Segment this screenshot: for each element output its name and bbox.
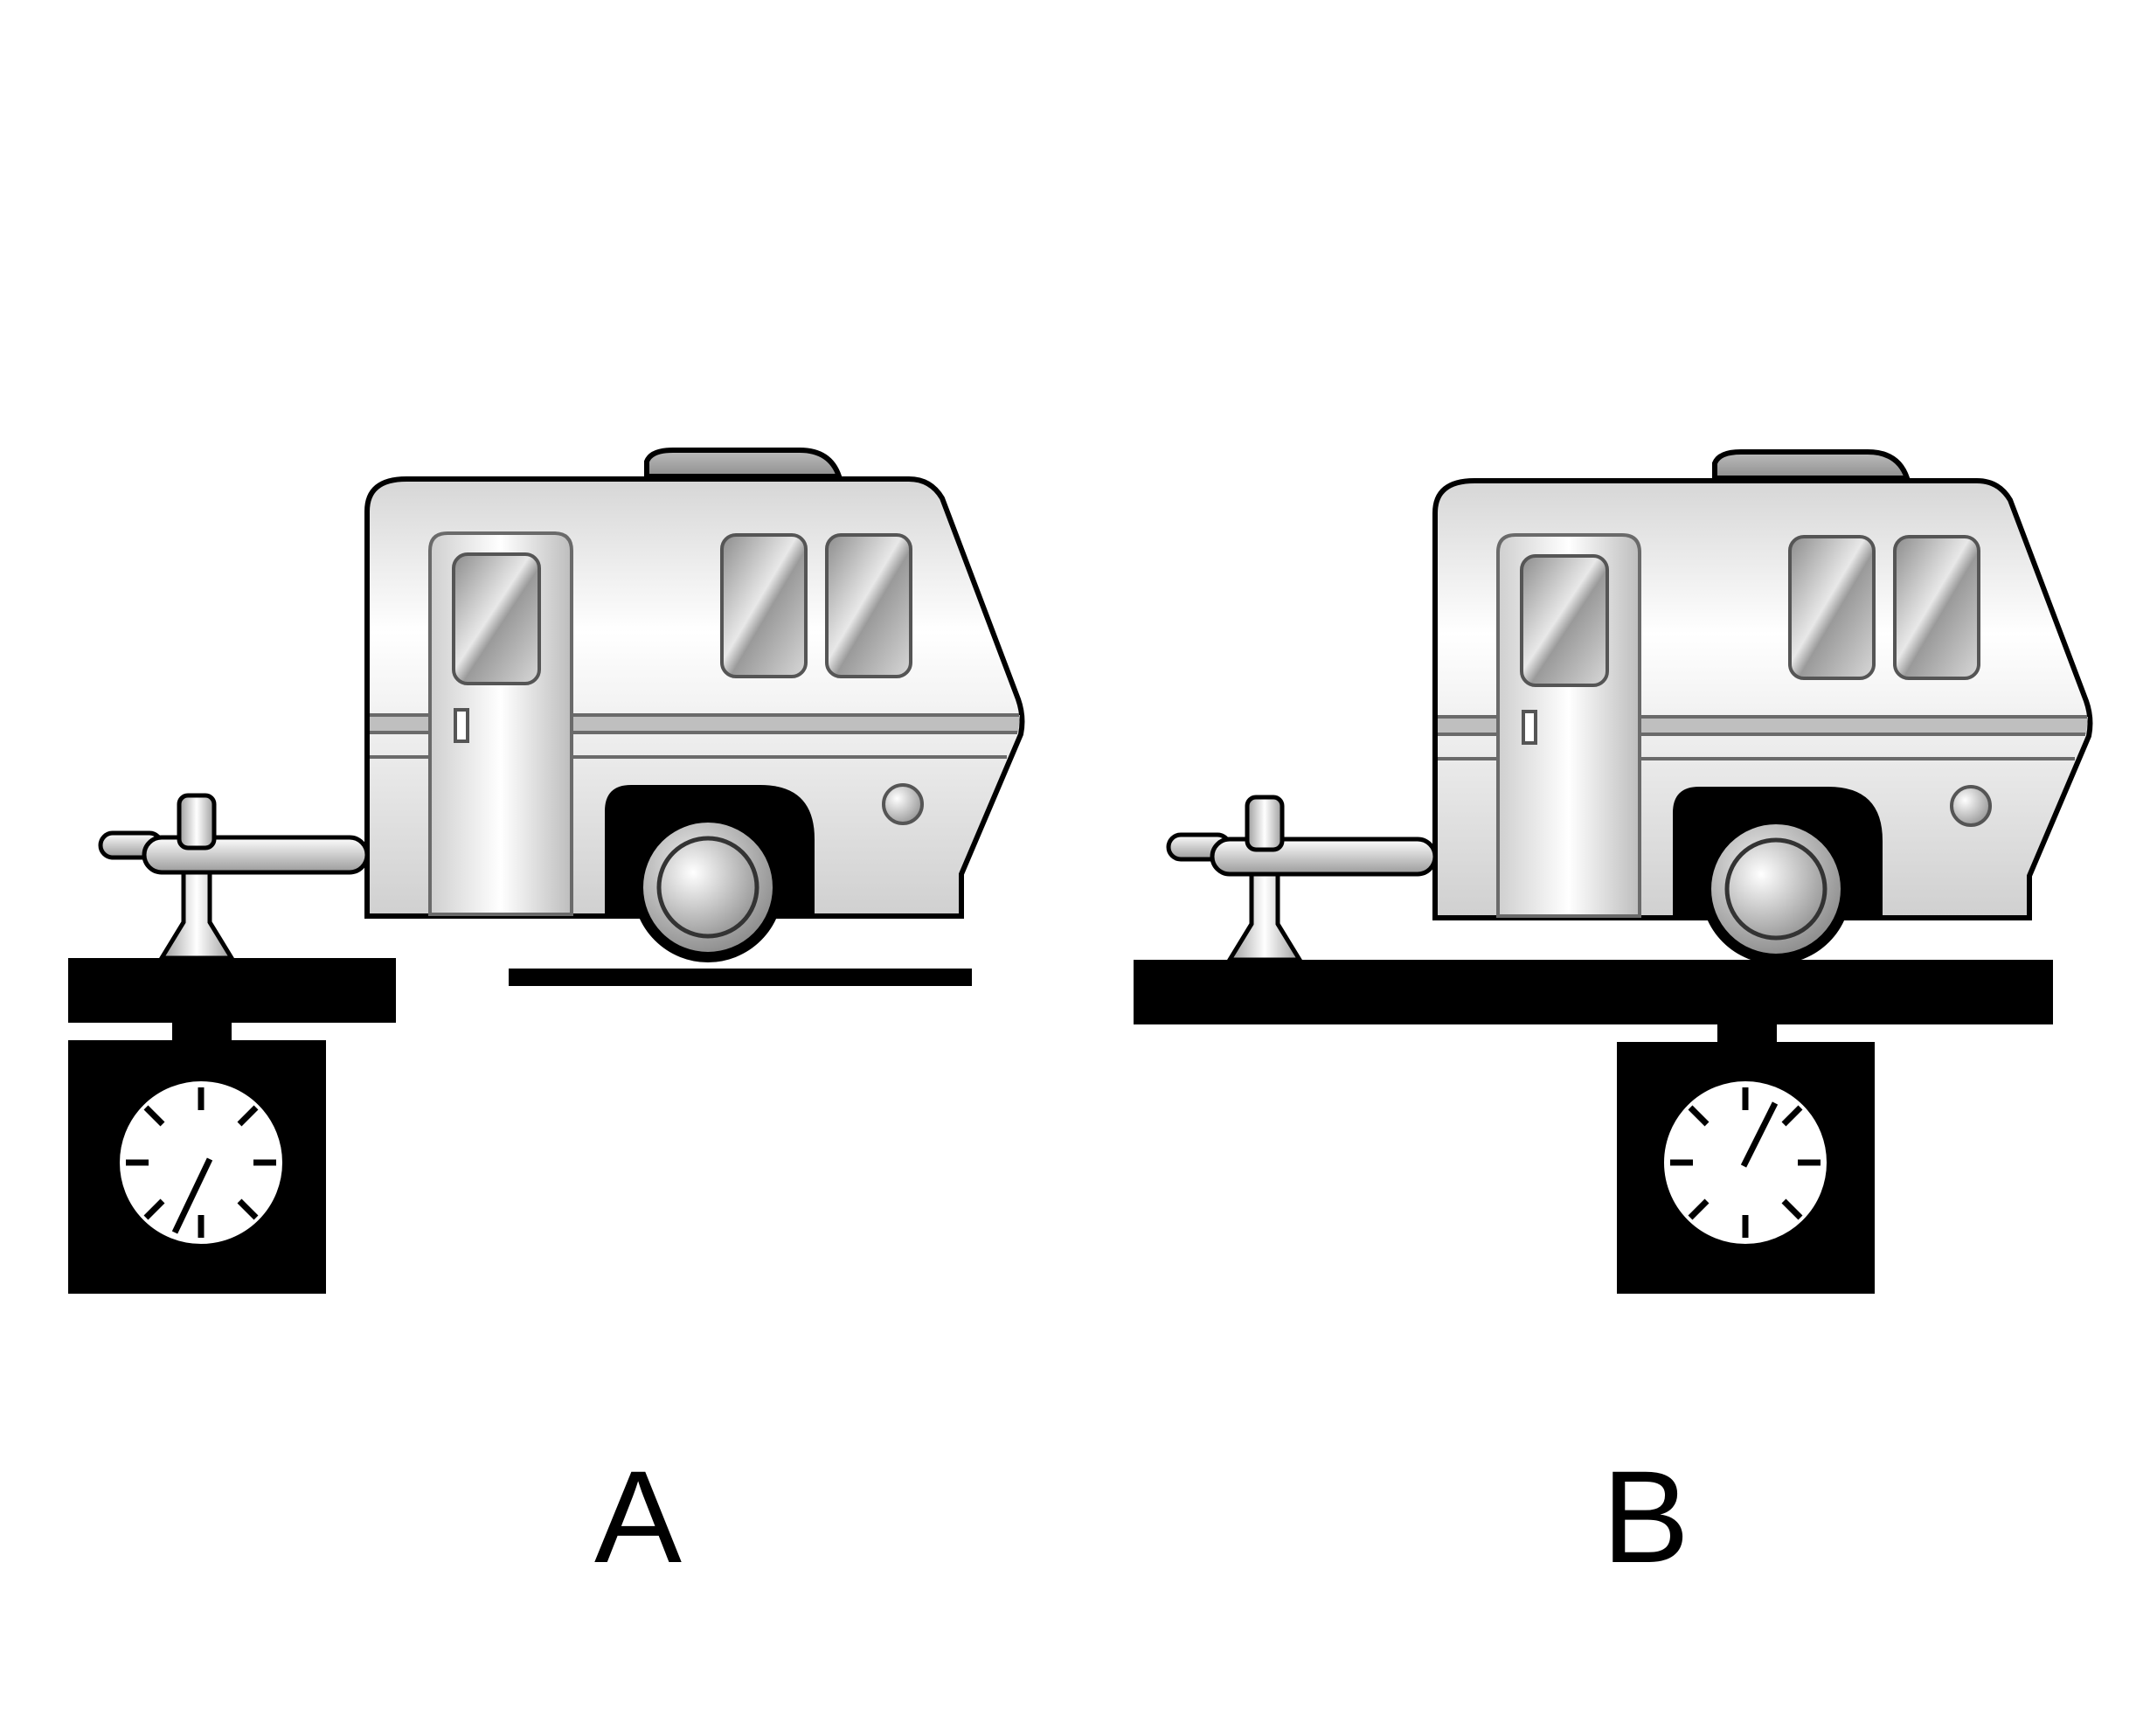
ground-strip (509, 969, 972, 986)
panel-a-label: A (593, 1443, 683, 1590)
travel-trailer-icon (1169, 452, 2090, 960)
scale-dial-icon (1661, 1079, 1829, 1246)
weighing-scale-icon (1617, 1024, 1875, 1294)
panel-b (1134, 452, 2090, 1294)
dial-needle (1740, 1101, 1779, 1168)
weighing-scale-icon (68, 958, 396, 1294)
travel-trailer-icon (101, 450, 1022, 958)
scale-dial-icon (117, 1079, 285, 1246)
panel-b-label: B (1601, 1443, 1690, 1590)
dial-needle (171, 1157, 213, 1234)
panel-a (68, 450, 1022, 1294)
scale-platform (1134, 960, 2053, 1024)
